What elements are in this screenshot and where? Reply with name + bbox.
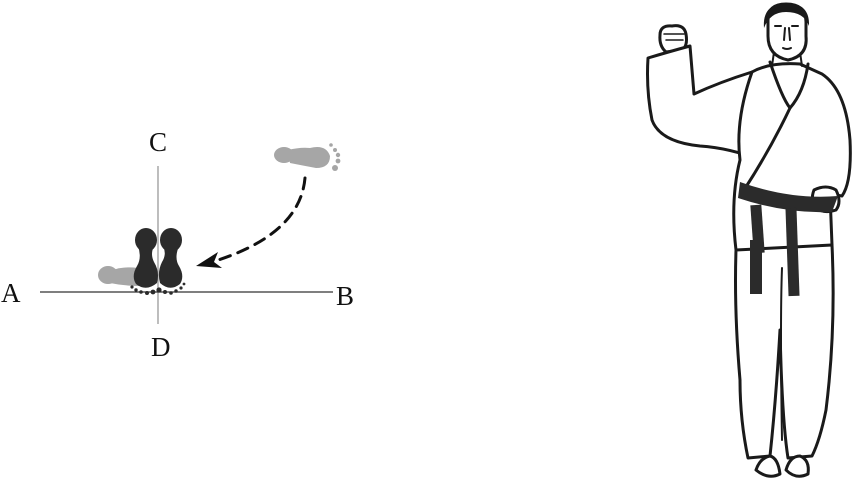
direction-label-d: D (151, 332, 171, 362)
start-footprint-icon (274, 143, 341, 171)
martial-artist-figure (646, 2, 852, 478)
closed-stance-feet-icon (130, 228, 186, 295)
ghost-footprint-icon (98, 266, 140, 286)
hair (763, 3, 810, 28)
movement-path-line (210, 176, 307, 264)
face (774, 25, 799, 50)
black-belt (738, 182, 838, 297)
direction-label-a: A (1, 278, 21, 308)
raised-fist-icon (658, 24, 688, 54)
direction-label-b: B (336, 281, 355, 311)
direction-label-c: C (149, 127, 168, 157)
arrowhead-icon (196, 252, 222, 268)
